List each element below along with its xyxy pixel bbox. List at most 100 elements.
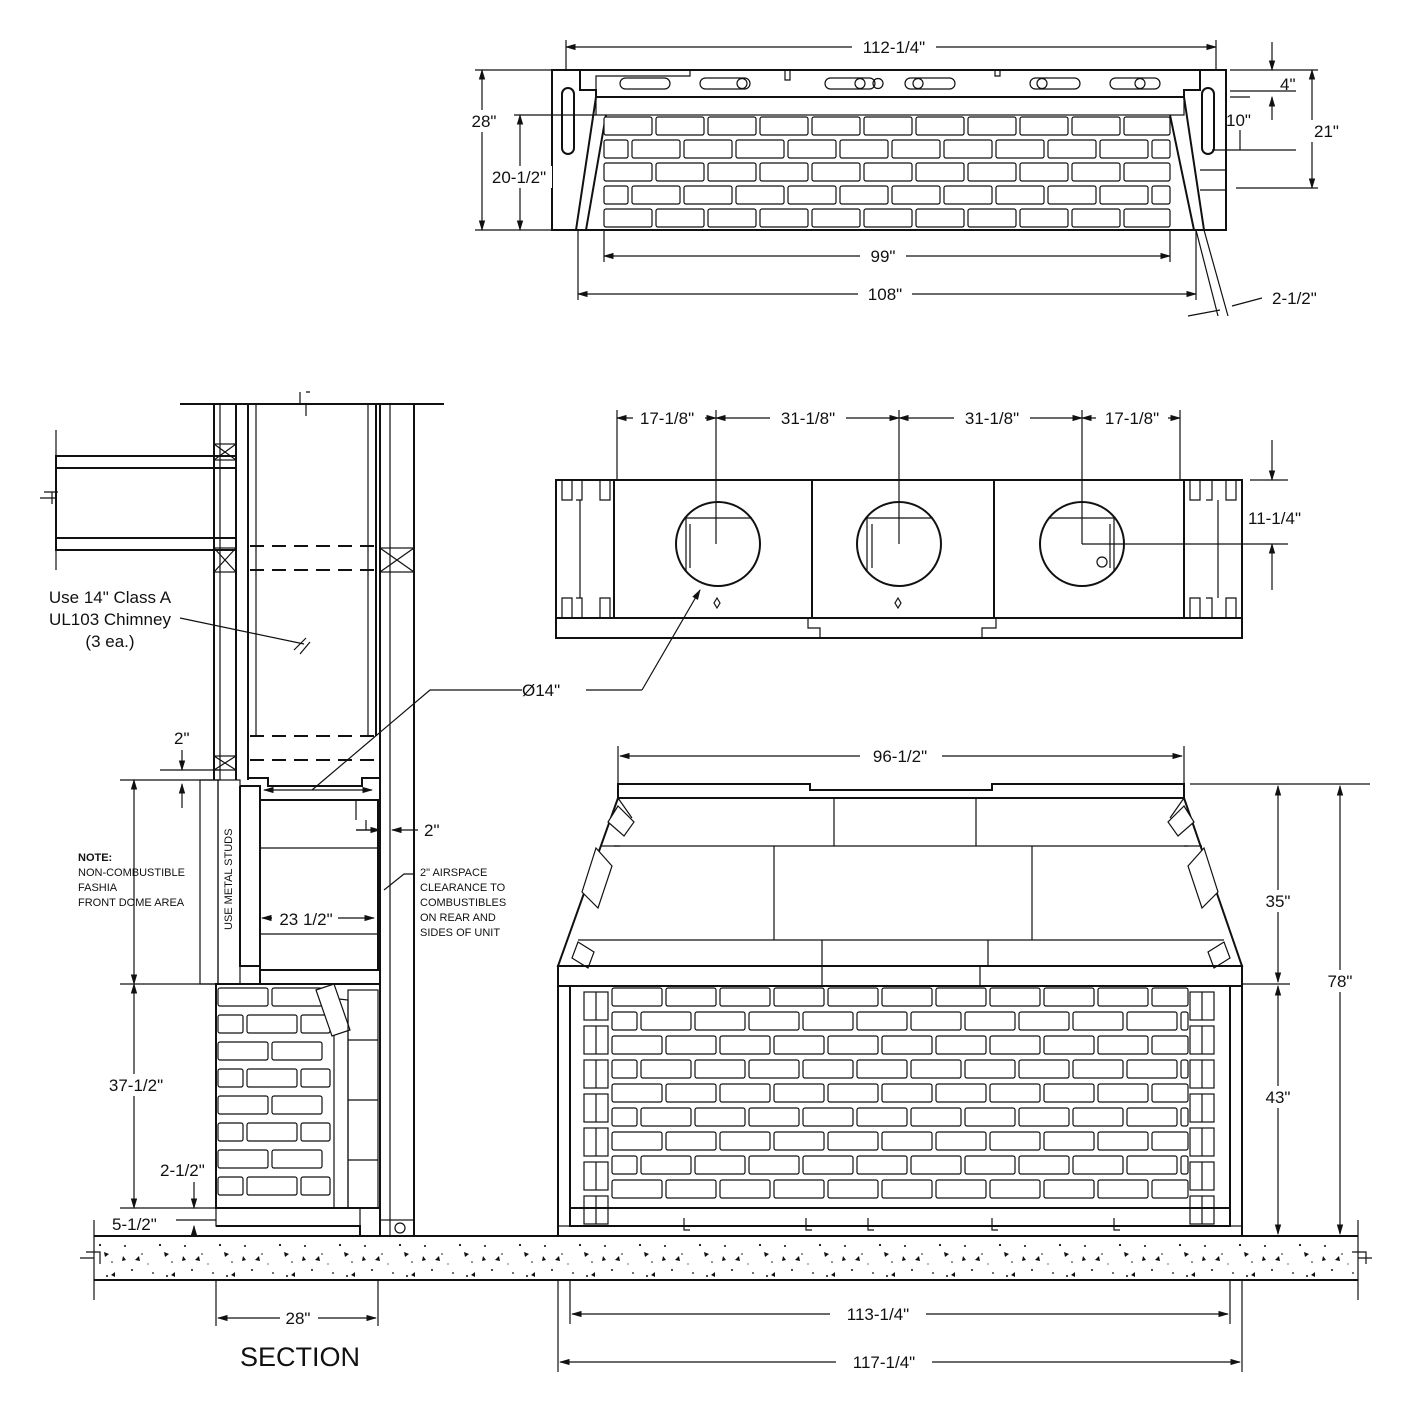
brick — [1018, 1059, 1070, 1079]
brick — [217, 987, 269, 1007]
brick — [967, 116, 1017, 136]
brick — [271, 1095, 323, 1115]
dim-108: 108" — [868, 285, 902, 304]
dim-11-quarter: 11-1/4" — [1248, 509, 1301, 528]
brick — [856, 1011, 908, 1031]
brick — [989, 1083, 1041, 1103]
brick — [665, 1083, 717, 1103]
brick — [611, 1011, 638, 1031]
brick — [995, 185, 1045, 205]
brick — [1097, 1179, 1149, 1199]
brick — [1072, 1155, 1124, 1175]
brick — [735, 185, 785, 205]
dim-2-half-top: 2-1/2" — [1272, 289, 1317, 308]
brick — [881, 1035, 933, 1055]
brick — [655, 162, 705, 182]
brick — [694, 1107, 746, 1127]
brick — [217, 1095, 269, 1115]
brick — [665, 1179, 717, 1199]
brick — [827, 1035, 879, 1055]
brick — [707, 208, 757, 228]
brick — [271, 1149, 323, 1169]
brick — [1151, 1083, 1189, 1103]
brick — [839, 185, 889, 205]
brick — [964, 1011, 1016, 1031]
brick — [915, 208, 965, 228]
chimney-note-line2: UL103 Chimney — [49, 610, 171, 629]
brick — [735, 139, 785, 159]
brick — [1072, 1059, 1124, 1079]
chimney-flue-left — [675, 501, 761, 610]
brick — [787, 185, 837, 205]
brick — [773, 987, 825, 1007]
brick — [603, 116, 653, 136]
brick — [694, 1059, 746, 1079]
front-side-columns — [583, 991, 1215, 1225]
dim-117-quarter: 117-1/4" — [853, 1353, 915, 1372]
brick — [1097, 1131, 1149, 1151]
dim-5-half: 5-1/2" — [112, 1215, 157, 1234]
brick — [300, 1122, 331, 1142]
brick — [787, 139, 837, 159]
dim-37-half: 37-1/2" — [109, 1076, 163, 1095]
brick — [1151, 1035, 1189, 1055]
note-line2: FASHIA — [78, 882, 118, 894]
front-brick-field — [611, 987, 1189, 1199]
brick — [640, 1011, 692, 1031]
brick — [631, 139, 681, 159]
brick — [773, 1179, 825, 1199]
brick — [989, 1035, 1041, 1055]
brick — [217, 1014, 244, 1034]
brick — [935, 1179, 987, 1199]
dim-21: 21" — [1314, 122, 1339, 141]
dim-96-half: 96-1/2" — [873, 747, 927, 766]
brick — [1018, 1107, 1070, 1127]
section-title: SECTION — [240, 1342, 360, 1372]
dim-2-top: 2" — [174, 729, 190, 748]
brick — [611, 1083, 663, 1103]
ceiling-joist — [55, 455, 237, 551]
brick — [719, 1083, 771, 1103]
brick — [1097, 1083, 1149, 1103]
brick — [217, 1068, 244, 1088]
brick — [1097, 987, 1149, 1007]
dome-outline — [556, 797, 1244, 967]
top-rail — [579, 70, 1201, 98]
brick — [759, 162, 809, 182]
brick — [694, 1011, 746, 1031]
note-line3: FRONT DOME AREA — [78, 897, 185, 909]
brick — [1099, 139, 1149, 159]
brick — [683, 185, 733, 205]
brick — [1151, 139, 1171, 159]
brick — [856, 1155, 908, 1175]
brick — [1071, 116, 1121, 136]
airspace-line5: SIDES OF UNIT — [420, 927, 500, 939]
brick — [655, 116, 705, 136]
brick — [989, 987, 1041, 1007]
brick — [759, 208, 809, 228]
brick — [748, 1155, 800, 1175]
brick — [719, 1131, 771, 1151]
section-view: Use 14" Class A UL103 Chimney (3 ea.) US… — [40, 391, 506, 1372]
brick — [881, 987, 933, 1007]
airspace-line3: COMBUSTIBLES — [420, 897, 506, 909]
brick — [719, 1035, 771, 1055]
brick — [603, 208, 653, 228]
brick — [683, 139, 733, 159]
brick — [748, 1107, 800, 1127]
brick — [665, 1035, 717, 1055]
brick — [802, 1107, 854, 1127]
brick — [694, 1155, 746, 1175]
brick — [827, 1131, 879, 1151]
front-view: 96-1/2" 35" 43" 78" 113-1/4" 117-1/4" — [556, 745, 1370, 1373]
dim-2-half-section: 2-1/2" — [160, 1161, 205, 1180]
brick — [748, 1059, 800, 1079]
brick — [935, 1035, 987, 1055]
brick — [300, 1068, 331, 1088]
brick — [856, 1059, 908, 1079]
brick — [964, 1155, 1016, 1175]
brick — [1019, 208, 1069, 228]
top-concrete-band — [595, 96, 1185, 116]
brick — [217, 1122, 244, 1142]
brick — [1043, 1035, 1095, 1055]
